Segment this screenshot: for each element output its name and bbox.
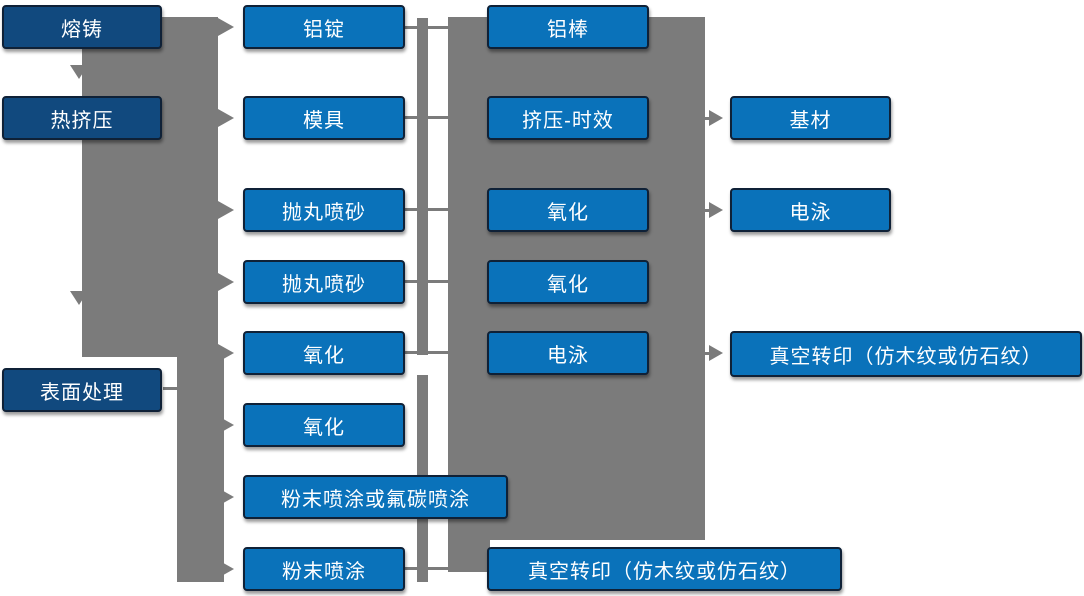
flow-arrowhead-right [218,344,234,362]
flow-arrowhead-right [218,560,234,578]
flow-node-paowanpensha-1: 抛丸喷砂 [243,188,405,232]
flow-node-label: 基材 [789,109,832,132]
flow-node-label: 铝锭 [303,18,345,41]
mid-collector-upper [417,18,428,355]
flow-arrowhead-right [218,18,234,36]
flow-arrowhead-right [218,488,234,506]
flow-arrowhead-down [70,65,88,79]
flow-node-label: 挤压-时效 [522,109,614,132]
flow-arrowhead-right [218,416,234,434]
flow-node-jiya-shixiao: 挤压-时效 [487,96,649,140]
flow-node-label: 热挤压 [50,109,114,132]
flow-node-lvding: 铝锭 [243,5,405,49]
flow-node-label: 粉末喷涂 [282,560,366,583]
flow-node-yanghua-1: 氧化 [243,331,405,375]
flow-node-yanghua-4: 氧化 [487,260,649,304]
tick-lvding [405,26,448,29]
flow-arrowhead-right [709,345,723,361]
flow-arrowhead-right [218,273,234,291]
flow-node-muju: 模具 [243,96,405,140]
flow-node-lvbang: 铝棒 [487,5,649,49]
flow-arrow-stem [701,352,709,355]
flow-arrowhead-right [709,202,723,218]
flow-node-yanghua-3: 氧化 [487,188,649,232]
flow-node-label: 抛丸喷砂 [282,273,366,296]
flow-node-label: 电泳 [547,344,589,367]
flow-arrow-stem [701,117,709,120]
flow-arrowhead-down [70,291,88,305]
flow-node-paowanpensha-2: 抛丸喷砂 [243,260,405,304]
tick-paowan-1 [405,208,448,211]
flow-node-zhenkong-btm: 真空转印（仿木纹或仿石纹） [487,547,842,591]
flow-node-label: 氧化 [303,344,345,367]
tick-yanghua-1 [405,351,448,354]
tick-paowan-2 [405,280,448,283]
right-band-foot [448,540,490,572]
flow-node-zhenkong-right: 真空转印（仿木纹或仿石纹） [730,331,1082,377]
flow-node-biaomianchuli: 表面处理 [2,368,162,412]
flow-arrowhead-right [218,109,234,127]
flow-arrowhead-right [218,201,234,219]
flow-node-label: 电泳 [789,201,832,224]
flow-node-label: 模具 [303,109,345,132]
flow-node-label: 熔铸 [61,18,103,41]
flow-node-fenmopentu: 粉末喷涂 [243,547,405,591]
flow-node-label: 氧化 [547,273,589,296]
tick-muju [405,116,448,119]
flow-node-label: 真空转印（仿木纹或仿石纹） [528,560,801,583]
left-trunk-band [82,17,218,357]
flow-node-label: 氧化 [547,201,589,224]
flow-node-jicai: 基材 [730,96,891,140]
tick-fenmopentu [405,567,448,570]
flow-arrow-stem [701,209,709,212]
flow-node-rongzhu: 熔铸 [2,5,162,49]
flow-node-fenmo-futan: 粉末喷涂或氟碳喷涂 [243,475,508,519]
flow-node-label: 氧化 [303,416,345,439]
flow-node-label: 真空转印（仿木纹或仿石纹） [769,345,1043,368]
flow-node-dianyong-2: 电泳 [730,188,891,232]
flow-node-label: 粉末喷涂或氟碳喷涂 [281,488,470,511]
flow-arrowhead-right [709,110,723,126]
flow-node-label: 抛丸喷砂 [282,201,366,224]
flow-node-rejiya: 热挤压 [2,96,162,140]
flow-node-label: 表面处理 [40,381,124,404]
left-lower-bar [177,357,224,582]
tick-biaomianchuli [163,387,179,390]
flow-node-yanghua-2: 氧化 [243,403,405,447]
flow-node-label: 铝棒 [547,18,589,41]
flow-node-dianyong-1: 电泳 [487,331,649,375]
